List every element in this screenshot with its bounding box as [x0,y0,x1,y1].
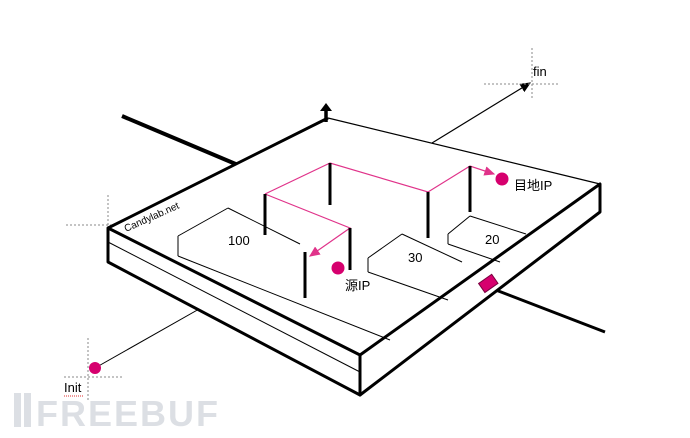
block-20-edge-right [469,215,527,235]
fin-axis-arrow [431,82,532,144]
block-20-edge-base [447,243,501,263]
watermark-text: FREEBUF [36,393,220,434]
port-marker [477,273,499,294]
outgoing-line [487,285,606,334]
block-30-label: 30 [408,250,422,265]
block-30-edge-right [401,233,463,263]
block-100-edge-top [177,207,229,237]
box-top-edge-left [107,116,329,230]
target-ip-node [495,172,509,186]
entry-arrow-icon [320,103,332,111]
block-20-label: 20 [485,232,499,247]
block-30: 30 [367,233,463,301]
init-axis-line [94,299,216,369]
block-100-edge-base [177,255,391,341]
block-30-edge-base [367,271,449,301]
watermark-logo-bar [24,393,31,427]
watermark: FREEBUF [14,393,220,434]
watermark-logo-bar [14,393,21,427]
init-node [89,362,101,374]
target-ip-label: 目地IP [514,178,552,193]
block-100-label: 100 [228,233,250,248]
block-20-edge-top [447,215,471,235]
incoming-line [121,114,239,167]
source-ip-label: 源IP [345,278,370,293]
fin-label: fin [533,64,547,79]
box [106,116,602,397]
box-top-edge-right [327,117,601,185]
box-right-face [358,182,602,397]
block-30-edge-top [367,233,403,259]
box-top-face [108,118,600,355]
init-label: Init [64,380,82,395]
source-ip-node [331,261,345,275]
box-front-inner-line [107,241,361,373]
block-20: 20 [447,215,527,263]
